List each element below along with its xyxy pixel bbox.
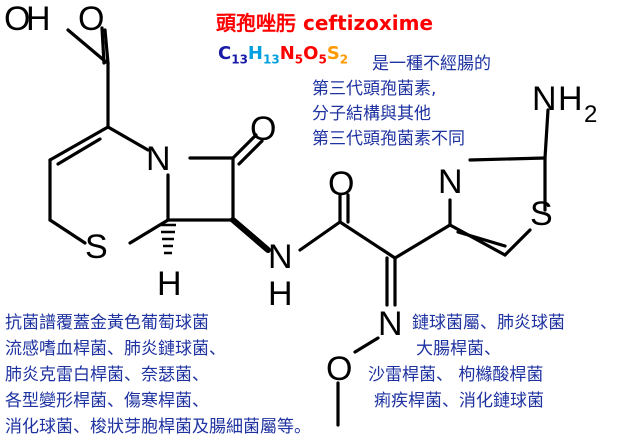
atom-label-h-stereo: H [157,265,182,303]
formula-count: 2 [339,52,349,67]
spectrum-line: 沙雷桿菌、 枸櫞酸桿菌 [368,365,544,385]
atom-label-nh2-h: H [558,80,583,118]
atom-label-o-oxime: O [326,350,352,388]
spectrum-line: 鏈球菌屬、肺炎球菌 [412,313,565,333]
formula-count: 5 [318,52,327,67]
formula-element: O [303,43,319,64]
atom-label-n-oxime: N [378,305,403,343]
atom-label-o-lactam: O [250,110,276,148]
atom-label-n-thiazole: N [438,163,463,201]
formula-element: S [326,43,340,64]
formula-count: 5 [294,52,304,67]
atom-label-n-amide: N [268,238,293,276]
atom-label-oh-h: H [26,0,51,38]
atom-label-s-thiazole: S [530,195,553,233]
spectrum-line: 抗菌譜覆蓋金黃色葡萄球菌 [5,313,209,333]
description-line: 第三代頭孢菌素, [312,79,437,99]
formula-element: C [218,43,232,64]
stereo-hash [160,223,176,255]
spectrum-left-block: 抗菌譜覆蓋金黃色葡萄球菌 流感嗜血桿菌、肺炎鏈球菌、 肺炎克雷白桿菌、奈瑟菌、 … [5,310,311,440]
description-line: 是一種不經腸的 [372,54,491,74]
formula-count: 13 [263,52,280,67]
atom-label-o-acid: O [78,0,104,38]
atom-label-s-ring: S [85,228,108,266]
compound-title: 頭孢唑肟 ceftizoxime [216,11,434,35]
spectrum-line: 大腸桿菌、 [416,339,501,359]
molecular-formula: C13H13N5O5S2 [218,43,348,67]
formula-element: H [247,43,263,64]
spectrum-line: 消化球菌、梭狀芽胞桿菌及腸細菌屬等。 [5,417,311,437]
description-line: 第三代頭孢菌素不同 [312,129,465,149]
spectrum-line: 肺炎克雷白桿菌、奈瑟菌、 [5,365,209,385]
formula-element: N [279,43,295,64]
spectrum-line: 流感嗜血桿菌、肺炎鏈球菌、 [5,339,226,359]
spectrum-right-block: 鏈球菌屬、肺炎球菌 大腸桿菌、 沙雷桿菌、 枸櫞酸桿菌 痢疾桿菌、消化鏈球菌 [368,310,565,414]
spectrum-line: 痢疾桿菌、消化鏈球菌 [374,391,544,411]
description-block: 是一種不經腸的 第三代頭孢菌素, 分子結構與其他 第三代頭孢菌素不同 [312,52,491,152]
atom-label-o-amide: O [328,165,354,203]
bonds [48,26,550,427]
atom-label-n-ring: N [146,140,171,178]
formula-count: 13 [231,52,248,67]
atom-label-nh2-n: N [532,80,557,118]
atom-label-h-amide: H [268,275,293,313]
description-line: 分子結構與其他 [312,104,431,124]
atom-label-oh-o: O [4,0,30,38]
atom-label-nh2-sub: 2 [584,101,597,128]
spectrum-line: 各型變形桿菌、傷寒桿菌、 [5,391,209,411]
